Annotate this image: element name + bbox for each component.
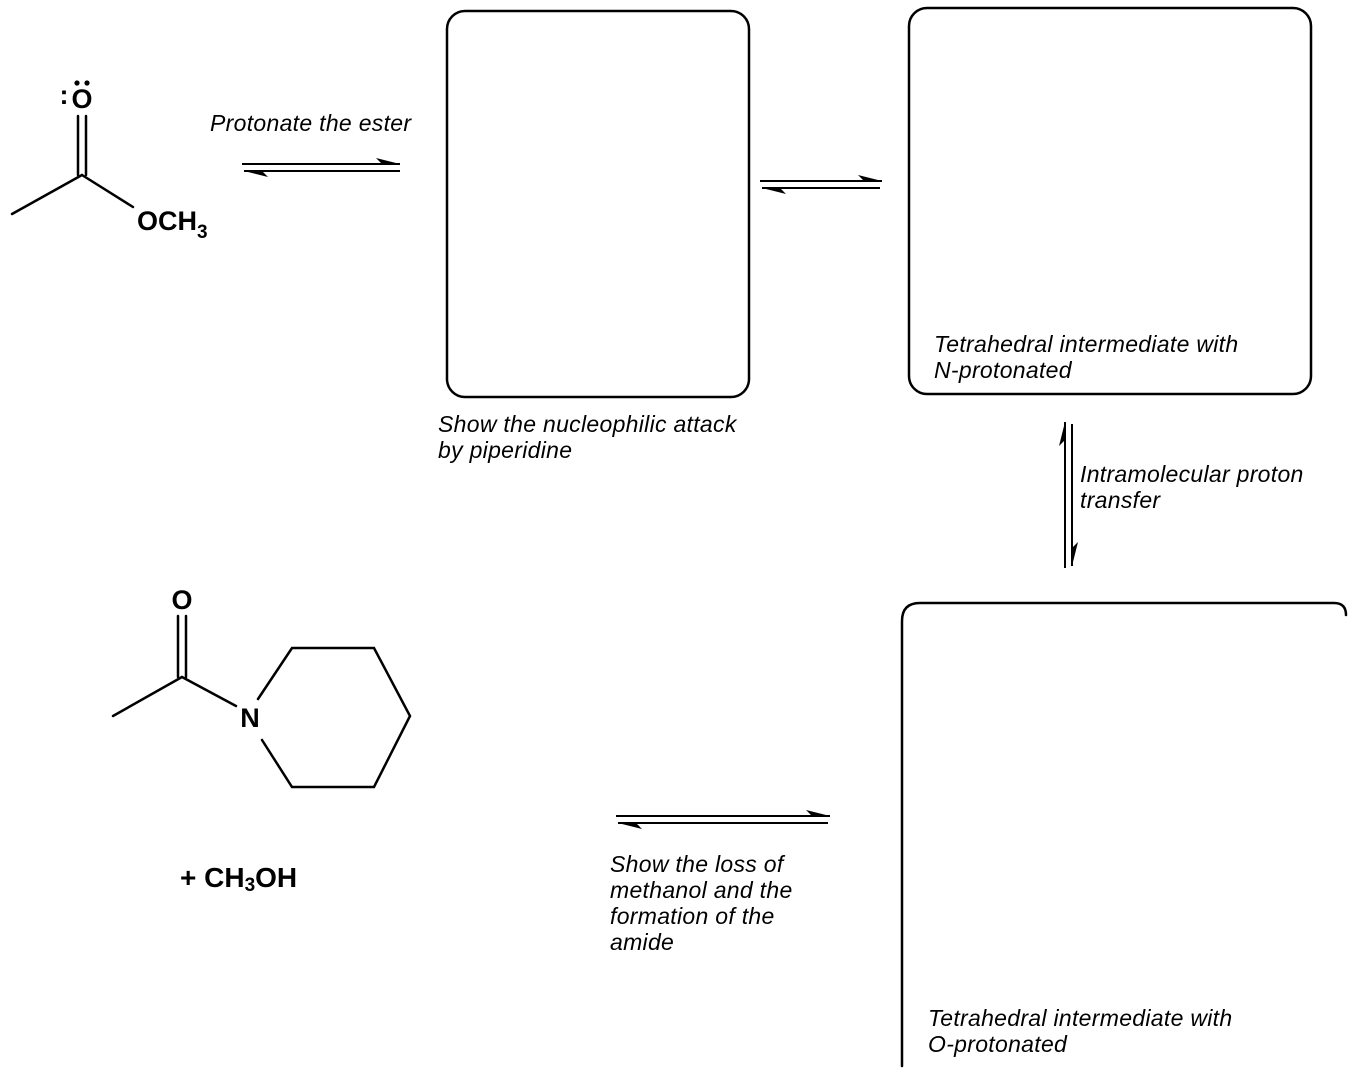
box-2-caption-line-2: N-protonated bbox=[934, 357, 1072, 383]
box-3-caption: Tetrahedral intermediate with O-protonat… bbox=[928, 1005, 1232, 1057]
step-1-label: Protonate the ester bbox=[210, 110, 412, 136]
amide-labels: O N bbox=[171, 585, 259, 733]
ester-ether-main: OCH bbox=[137, 206, 197, 236]
ester-co-single-bond bbox=[80, 173, 135, 209]
ester-lone-pair-dot-1 bbox=[74, 80, 80, 86]
amide-structure bbox=[111, 614, 412, 789]
box-1-caption-line-1: Show the nucleophilic attack bbox=[438, 411, 737, 437]
ester-structure bbox=[10, 114, 135, 216]
step-4-label-line-3: formation of the bbox=[610, 903, 775, 929]
answer-box-2 bbox=[907, 6, 1313, 396]
amide-nitrogen: N bbox=[240, 703, 260, 733]
answer-box-3 bbox=[900, 601, 1348, 1068]
ester-lone-pair-dot-2 bbox=[84, 80, 90, 86]
step-3-label-line-1: Intramolecular proton bbox=[1080, 461, 1304, 487]
methanol-suffix: OH bbox=[255, 862, 298, 893]
equilibrium-arrow-2 bbox=[760, 175, 882, 194]
box-1-caption: Show the nucleophilic attack by piperidi… bbox=[438, 411, 737, 463]
methanol-prefix: + CH bbox=[180, 862, 245, 893]
equilibrium-arrow-4 bbox=[616, 810, 830, 829]
ester-ether-sub: 3 bbox=[197, 222, 208, 243]
ester-lone-pair-left: : bbox=[60, 80, 69, 110]
step-4-label: Show the loss of methanol and the format… bbox=[610, 851, 793, 955]
box-3-caption-line-2: O-protonated bbox=[928, 1031, 1068, 1057]
answer-box-1 bbox=[445, 9, 751, 399]
step-4-label-line-2: methanol and the bbox=[610, 877, 793, 903]
step-3-label-line-2: transfer bbox=[1080, 487, 1161, 513]
box-1-caption-line-2: by piperidine bbox=[438, 437, 573, 463]
box-2-caption-line-1: Tetrahedral intermediate with bbox=[934, 331, 1239, 357]
amide-carbonyl-oxygen: O bbox=[171, 585, 192, 615]
amide-methyl-bond bbox=[111, 675, 184, 718]
step-4-label-line-1: Show the loss of bbox=[610, 851, 784, 877]
methanol-subscript: 3 bbox=[244, 875, 256, 896]
methanol-byproduct: + CH3OH bbox=[180, 862, 297, 897]
ester-ether-group: OCH3 bbox=[137, 206, 208, 243]
piperidine-ring bbox=[256, 646, 412, 789]
ester-labels: O : OCH3 bbox=[60, 80, 208, 243]
equilibrium-arrow-1 bbox=[242, 158, 400, 177]
step-3-label: Intramolecular proton transfer bbox=[1080, 461, 1304, 513]
amide-cn-bond bbox=[180, 675, 238, 708]
box-3-caption-line-1: Tetrahedral intermediate with bbox=[928, 1005, 1233, 1031]
equilibrium-arrow-3 bbox=[1059, 422, 1078, 568]
ester-methyl-bond bbox=[10, 173, 84, 216]
box-2-caption: Tetrahedral intermediate with N-protonat… bbox=[934, 331, 1238, 383]
ester-carbonyl-oxygen: O bbox=[71, 84, 92, 114]
step-4-label-line-4: amide bbox=[610, 929, 675, 955]
